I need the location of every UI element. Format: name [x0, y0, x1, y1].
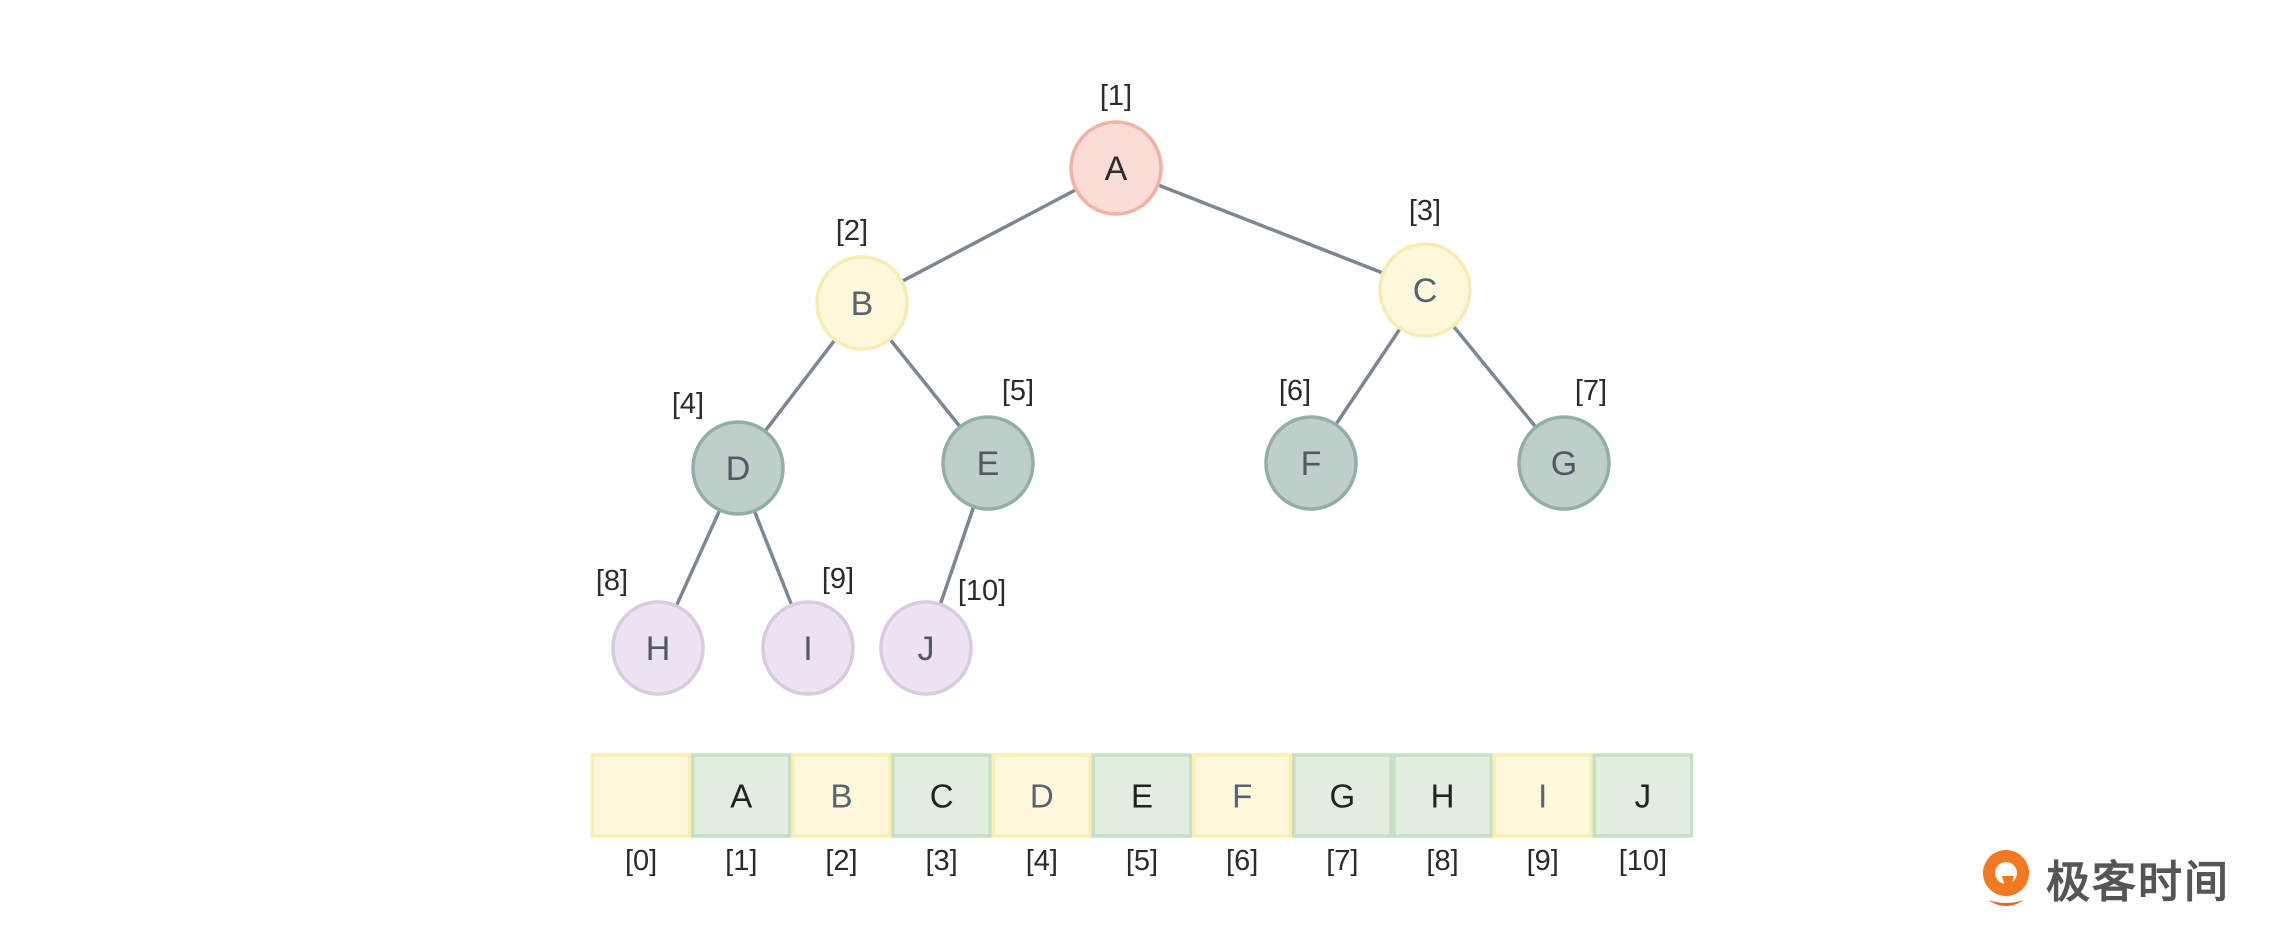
array-cell-value: E — [1131, 778, 1153, 815]
array-cell-box — [891, 753, 992, 838]
array-index-label: [2] — [825, 845, 857, 877]
edge-B-E — [888, 338, 962, 428]
array-cell-box — [690, 753, 792, 838]
array-index-label: [5] — [1126, 845, 1158, 877]
node-label: B — [851, 285, 874, 323]
node-circle — [941, 415, 1035, 511]
array-index-label: [9] — [1527, 845, 1559, 877]
tree-node-I: I [9] — [761, 563, 855, 696]
edge-D-I — [752, 510, 794, 606]
edge-B-D — [763, 338, 837, 433]
node-label: D — [726, 450, 751, 488]
array-cell-box — [1492, 753, 1594, 838]
array-cell-2: B [2] — [791, 753, 892, 877]
array-cell-box — [1191, 753, 1293, 838]
tree-node-F: F [6] — [1264, 375, 1358, 511]
array-cell-value: I — [1538, 778, 1547, 815]
logo-text: 极客时间 — [2046, 857, 2230, 908]
array-index-label: [8] — [1426, 845, 1458, 877]
array-cell-value: B — [830, 778, 852, 815]
array-index-label: [3] — [926, 845, 958, 877]
tree-node-G: G [7] — [1517, 375, 1611, 511]
node-label: E — [977, 445, 1000, 483]
array-cell-value: A — [730, 778, 752, 815]
array-cell-box — [991, 753, 1093, 838]
array-cell-box — [1292, 753, 1393, 838]
node-circle — [611, 600, 705, 696]
edge-C-G — [1451, 324, 1538, 429]
node-circle — [879, 600, 973, 696]
array-cell-box — [1392, 753, 1493, 838]
array-cell-9: I [9] — [1492, 753, 1594, 877]
array-cell-box — [590, 753, 692, 838]
array-cell-box — [791, 753, 892, 838]
node-circle — [1517, 415, 1611, 511]
array-cell-0: [0] — [590, 753, 692, 877]
array-index-label: [0] — [625, 845, 657, 877]
array-cell-value: J — [1635, 778, 1652, 815]
tree-node-B: B [2] — [815, 215, 909, 351]
tree-node-C: C [3] — [1378, 195, 1472, 338]
tree-node-D: D [4] — [672, 388, 785, 516]
tree-node-A: A [1] — [1069, 80, 1163, 216]
array-cell-value: F — [1232, 778, 1252, 815]
edge-A-C — [1157, 183, 1384, 275]
node-label: H — [646, 630, 671, 668]
array-cell-1: A [1] — [690, 753, 792, 877]
node-label: G — [1551, 445, 1577, 483]
node-label: F — [1301, 445, 1322, 483]
node-label: J — [918, 630, 935, 668]
array-cell-3: C [3] — [891, 753, 992, 877]
node-index-label: [10] — [958, 575, 1006, 607]
geektime-logo: 极客时间 — [1978, 846, 2230, 910]
node-index-label: [5] — [1002, 375, 1034, 407]
node-circle — [1069, 120, 1163, 216]
array-index-label: [4] — [1026, 845, 1058, 877]
node-index-label: [6] — [1279, 375, 1311, 407]
node-index-label: [8] — [596, 565, 628, 597]
node-index-label: [7] — [1575, 375, 1607, 407]
node-label: I — [803, 630, 812, 668]
edge-D-H — [674, 509, 722, 607]
tree-node-H: H [8] — [596, 565, 705, 696]
node-circle — [1264, 415, 1358, 511]
edge-A-B — [900, 188, 1078, 283]
array-cell-value: C — [930, 778, 954, 815]
node-index-label: [3] — [1409, 195, 1441, 227]
array-cell-10: J [10] — [1592, 753, 1694, 877]
array-cell-7: G [7] — [1292, 753, 1393, 877]
array-index-label: [10] — [1619, 845, 1667, 877]
array-cell-value: G — [1330, 778, 1356, 815]
node-circle — [691, 420, 785, 516]
geektime-logo-icon — [1983, 850, 2029, 906]
node-circle — [1378, 242, 1472, 338]
tree-node-E: E [5] — [941, 375, 1035, 511]
array-cell-8: H [8] — [1392, 753, 1493, 877]
node-index-label: [4] — [672, 388, 704, 420]
array-cell-4: D [4] — [991, 753, 1093, 877]
tree-nodes: A [1] B [2] C [3] D [4] E [5] F [6] G [7] H [8] I [9] J [10… — [596, 80, 1611, 696]
array-cell-value: D — [1030, 778, 1054, 815]
tree-node-J: J [10] — [879, 575, 1006, 696]
node-index-label: [1] — [1100, 80, 1132, 112]
edge-E-J — [938, 506, 976, 605]
edge-C-F — [1334, 327, 1402, 426]
array-cell-6: F [6] — [1191, 753, 1293, 877]
array-cell-value: H — [1431, 778, 1455, 815]
node-label: A — [1105, 150, 1128, 188]
array-index-label: [1] — [725, 845, 757, 877]
array-cell-5: E [5] — [1091, 753, 1193, 877]
array-index-label: [7] — [1326, 845, 1358, 877]
array-index-label: [6] — [1226, 845, 1258, 877]
array-cell-box — [1091, 753, 1193, 838]
array-representation: [0] A [1] B [2] C [3] D [4] E [5] F [6] G [7] H [8] I [9] J… — [590, 753, 1694, 877]
node-circle — [815, 255, 909, 351]
node-index-label: [9] — [822, 563, 854, 595]
node-index-label: [2] — [836, 215, 868, 247]
array-cell-box — [1592, 753, 1694, 838]
node-label: C — [1413, 272, 1438, 310]
tree-edges — [674, 183, 1538, 607]
node-circle — [761, 600, 855, 696]
